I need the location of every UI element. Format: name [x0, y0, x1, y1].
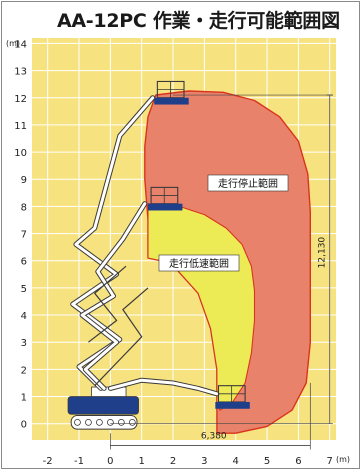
track-roller	[106, 418, 114, 426]
x-tick-label: 1	[139, 456, 145, 467]
y-tick-label: 10	[14, 148, 27, 159]
x-tick-label: 3	[201, 456, 207, 467]
boom-lowered-fill	[108, 378, 219, 396]
x-tick-label: -1	[74, 456, 84, 467]
y-axis-unit: (m)	[6, 39, 21, 48]
platform-middle-floor	[147, 203, 183, 211]
track-roller	[74, 418, 81, 426]
y-tick-label: 0	[21, 420, 27, 431]
dimension-lines: 12,130 6,380	[110, 94, 333, 450]
linkage-arm	[88, 265, 127, 343]
track-roller	[117, 418, 125, 426]
max-outreach-dimension: 6,380	[201, 432, 227, 442]
x-tick-label: -2	[43, 456, 53, 467]
track-roller	[128, 418, 136, 426]
y-tick-label: 7	[21, 230, 27, 241]
y-tick-label: 13	[14, 67, 27, 78]
x-tick-label: 7	[327, 456, 333, 467]
track-roller	[95, 418, 103, 426]
chassis-body	[67, 396, 139, 415]
machine-silhouettes	[67, 80, 250, 430]
max-height-dimension: 12,130	[318, 237, 328, 269]
x-axis-unit: (m)	[336, 455, 351, 464]
travel-stop-zone-label-box	[207, 174, 289, 192]
y-tick-label: 5	[21, 284, 27, 295]
y-tick-label: 4	[21, 311, 27, 322]
y-tick-label: 9	[21, 175, 27, 186]
y-tick-label: 3	[21, 338, 27, 349]
y-tick-label: 8	[21, 202, 27, 213]
x-tick-label: 6	[295, 456, 301, 467]
track-roller	[85, 418, 92, 426]
travel-slow-zone-label-box	[158, 254, 240, 272]
x-tick-label: 5	[264, 456, 270, 467]
boom-middle-fill	[80, 202, 147, 390]
travel-stop-zone-label: 走行停止範囲	[218, 177, 278, 190]
x-axis-ticks: -2 -1 0 1 2 3 4 5 6 7	[43, 456, 333, 467]
platform-low-floor	[215, 401, 250, 409]
y-tick-label: 2	[21, 365, 27, 376]
travel-slow-zone-label: 走行低速範囲	[169, 257, 229, 270]
page-title: AA-12PC 作業・走行可能範囲図	[57, 10, 340, 32]
y-tick-label: 12	[14, 94, 27, 105]
y-tick-label: 11	[14, 121, 27, 132]
y-tick-label: 6	[21, 257, 27, 268]
platform-top-floor	[154, 97, 189, 105]
x-tick-label: 2	[170, 456, 176, 467]
y-tick-label: 1	[21, 393, 27, 404]
linkage-arm	[94, 287, 149, 387]
x-tick-label: 0	[107, 456, 113, 467]
x-tick-label: 4	[233, 456, 239, 467]
y-tick-label: 14	[14, 39, 27, 50]
crawler-track	[70, 415, 138, 430]
